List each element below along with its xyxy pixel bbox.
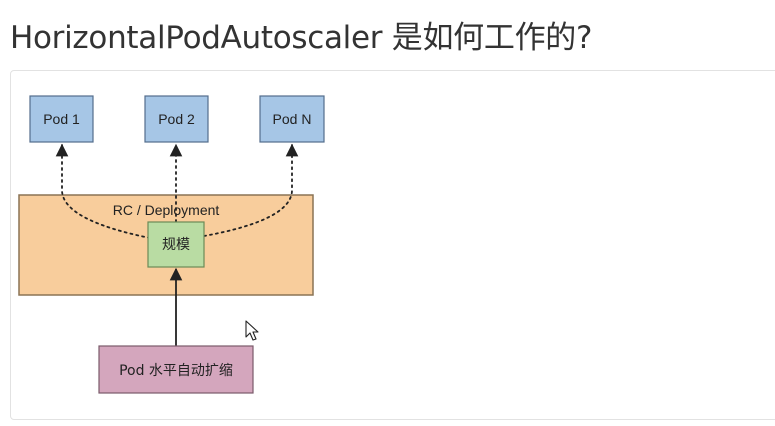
pod-n-label: Pod N [273,111,312,127]
pod-n-box [259,95,325,143]
pod-2-label: Pod 2 [158,111,195,127]
pod-2-box [144,95,209,143]
scale-box [147,221,205,268]
scale-arrow-pod-n [203,143,299,237]
scale-arrow-pod-1 [55,143,151,239]
pod-1-box [29,95,94,143]
pod-1-label: Pod 1 [43,111,80,127]
hpa-box [98,345,254,394]
controller-label: RC / Deployment [113,202,220,218]
hpa-label: Pod 水平自动扩缩 [119,363,233,379]
page-title: HorizontalPodAutoscaler 是如何工作的? [10,20,593,56]
scale-label: 规模 [162,237,190,253]
mouse-cursor-icon [245,320,259,341]
